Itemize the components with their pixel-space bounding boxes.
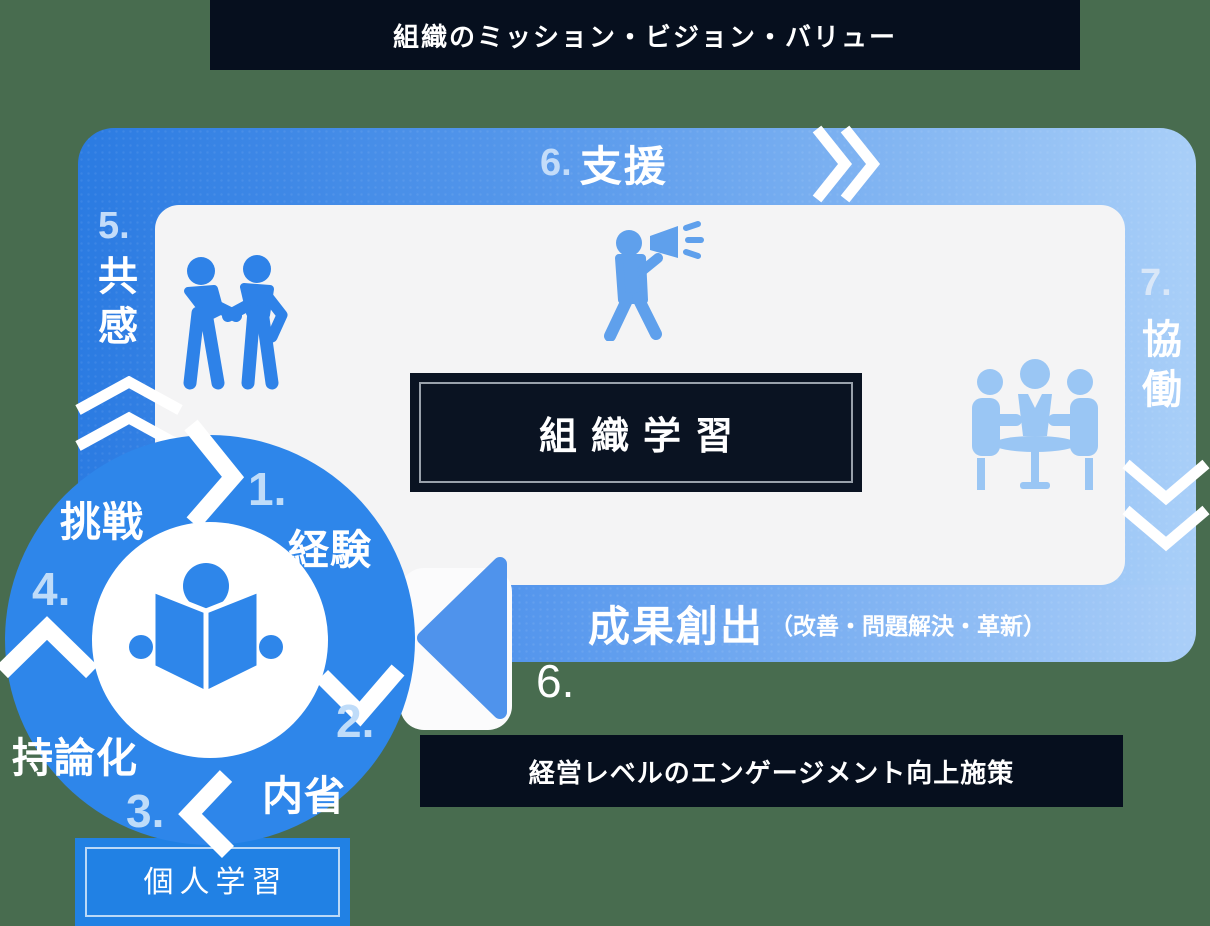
cycle-step-3-label: 持論化 bbox=[12, 735, 138, 781]
personal-learning-label: 個人学習 bbox=[143, 866, 288, 899]
outcome-title: 成果創出 bbox=[588, 603, 765, 650]
cycle-step-4-number: 4. bbox=[32, 563, 71, 615]
step-top-label: 支援 bbox=[579, 142, 668, 190]
double-chevron-right-icon bbox=[812, 125, 881, 203]
person-reading-book-icon bbox=[129, 563, 283, 696]
engagement-step-number: 6. bbox=[536, 655, 575, 707]
step-top-support: 6. 支援 bbox=[540, 132, 668, 194]
engagement-banner-text: 経営レベルのエンゲージメント向上施策 bbox=[528, 757, 1015, 788]
step-right-number: 7. bbox=[1140, 262, 1172, 304]
cycle-step-1-number: 1. bbox=[248, 463, 287, 515]
meeting-trio-icon bbox=[972, 359, 1098, 490]
cycle-step-2-label: 内省 bbox=[262, 773, 346, 819]
cycle-step-1-label: 経験 bbox=[288, 527, 372, 573]
cycle-step-2-number: 2. bbox=[336, 695, 375, 747]
double-chevron-up-icon bbox=[75, 376, 183, 451]
engagement-banner: 経営レベルのエンゲージメント向上施策 bbox=[420, 735, 1123, 807]
step-top-number: 6. bbox=[540, 141, 572, 184]
step-left-label: 共感 bbox=[98, 255, 138, 349]
cycle-step-4-label: 挑戦 bbox=[60, 499, 144, 545]
outcome-detail: （改善・問題解決・革新） bbox=[770, 612, 1047, 639]
title-box-border bbox=[419, 382, 853, 483]
personal-learning-box: 個人学習 bbox=[75, 838, 350, 926]
organization-learning-title-box: 組織学習 bbox=[410, 373, 862, 492]
personal-learning-cycle bbox=[0, 419, 415, 859]
handshake-people-icon bbox=[183, 255, 288, 390]
megaphone-person-icon bbox=[604, 221, 704, 341]
mission-banner: 組織のミッション・ビジョン・バリュー bbox=[210, 0, 1080, 70]
step-left-number: 5. bbox=[98, 205, 130, 247]
cycle-step-3-number: 3. bbox=[126, 785, 165, 837]
step-right-label: 協働 bbox=[1142, 318, 1182, 412]
left-arrowhead-icon bbox=[417, 557, 507, 719]
organization-learning-title: 組織学習 bbox=[538, 416, 747, 458]
mission-banner-text: 組織のミッション・ビジョン・バリュー bbox=[392, 21, 897, 52]
outcome-arrow-band: 成果創出 （改善・問題解決・革新） bbox=[488, 585, 1196, 662]
double-chevron-down-icon bbox=[1122, 459, 1210, 552]
